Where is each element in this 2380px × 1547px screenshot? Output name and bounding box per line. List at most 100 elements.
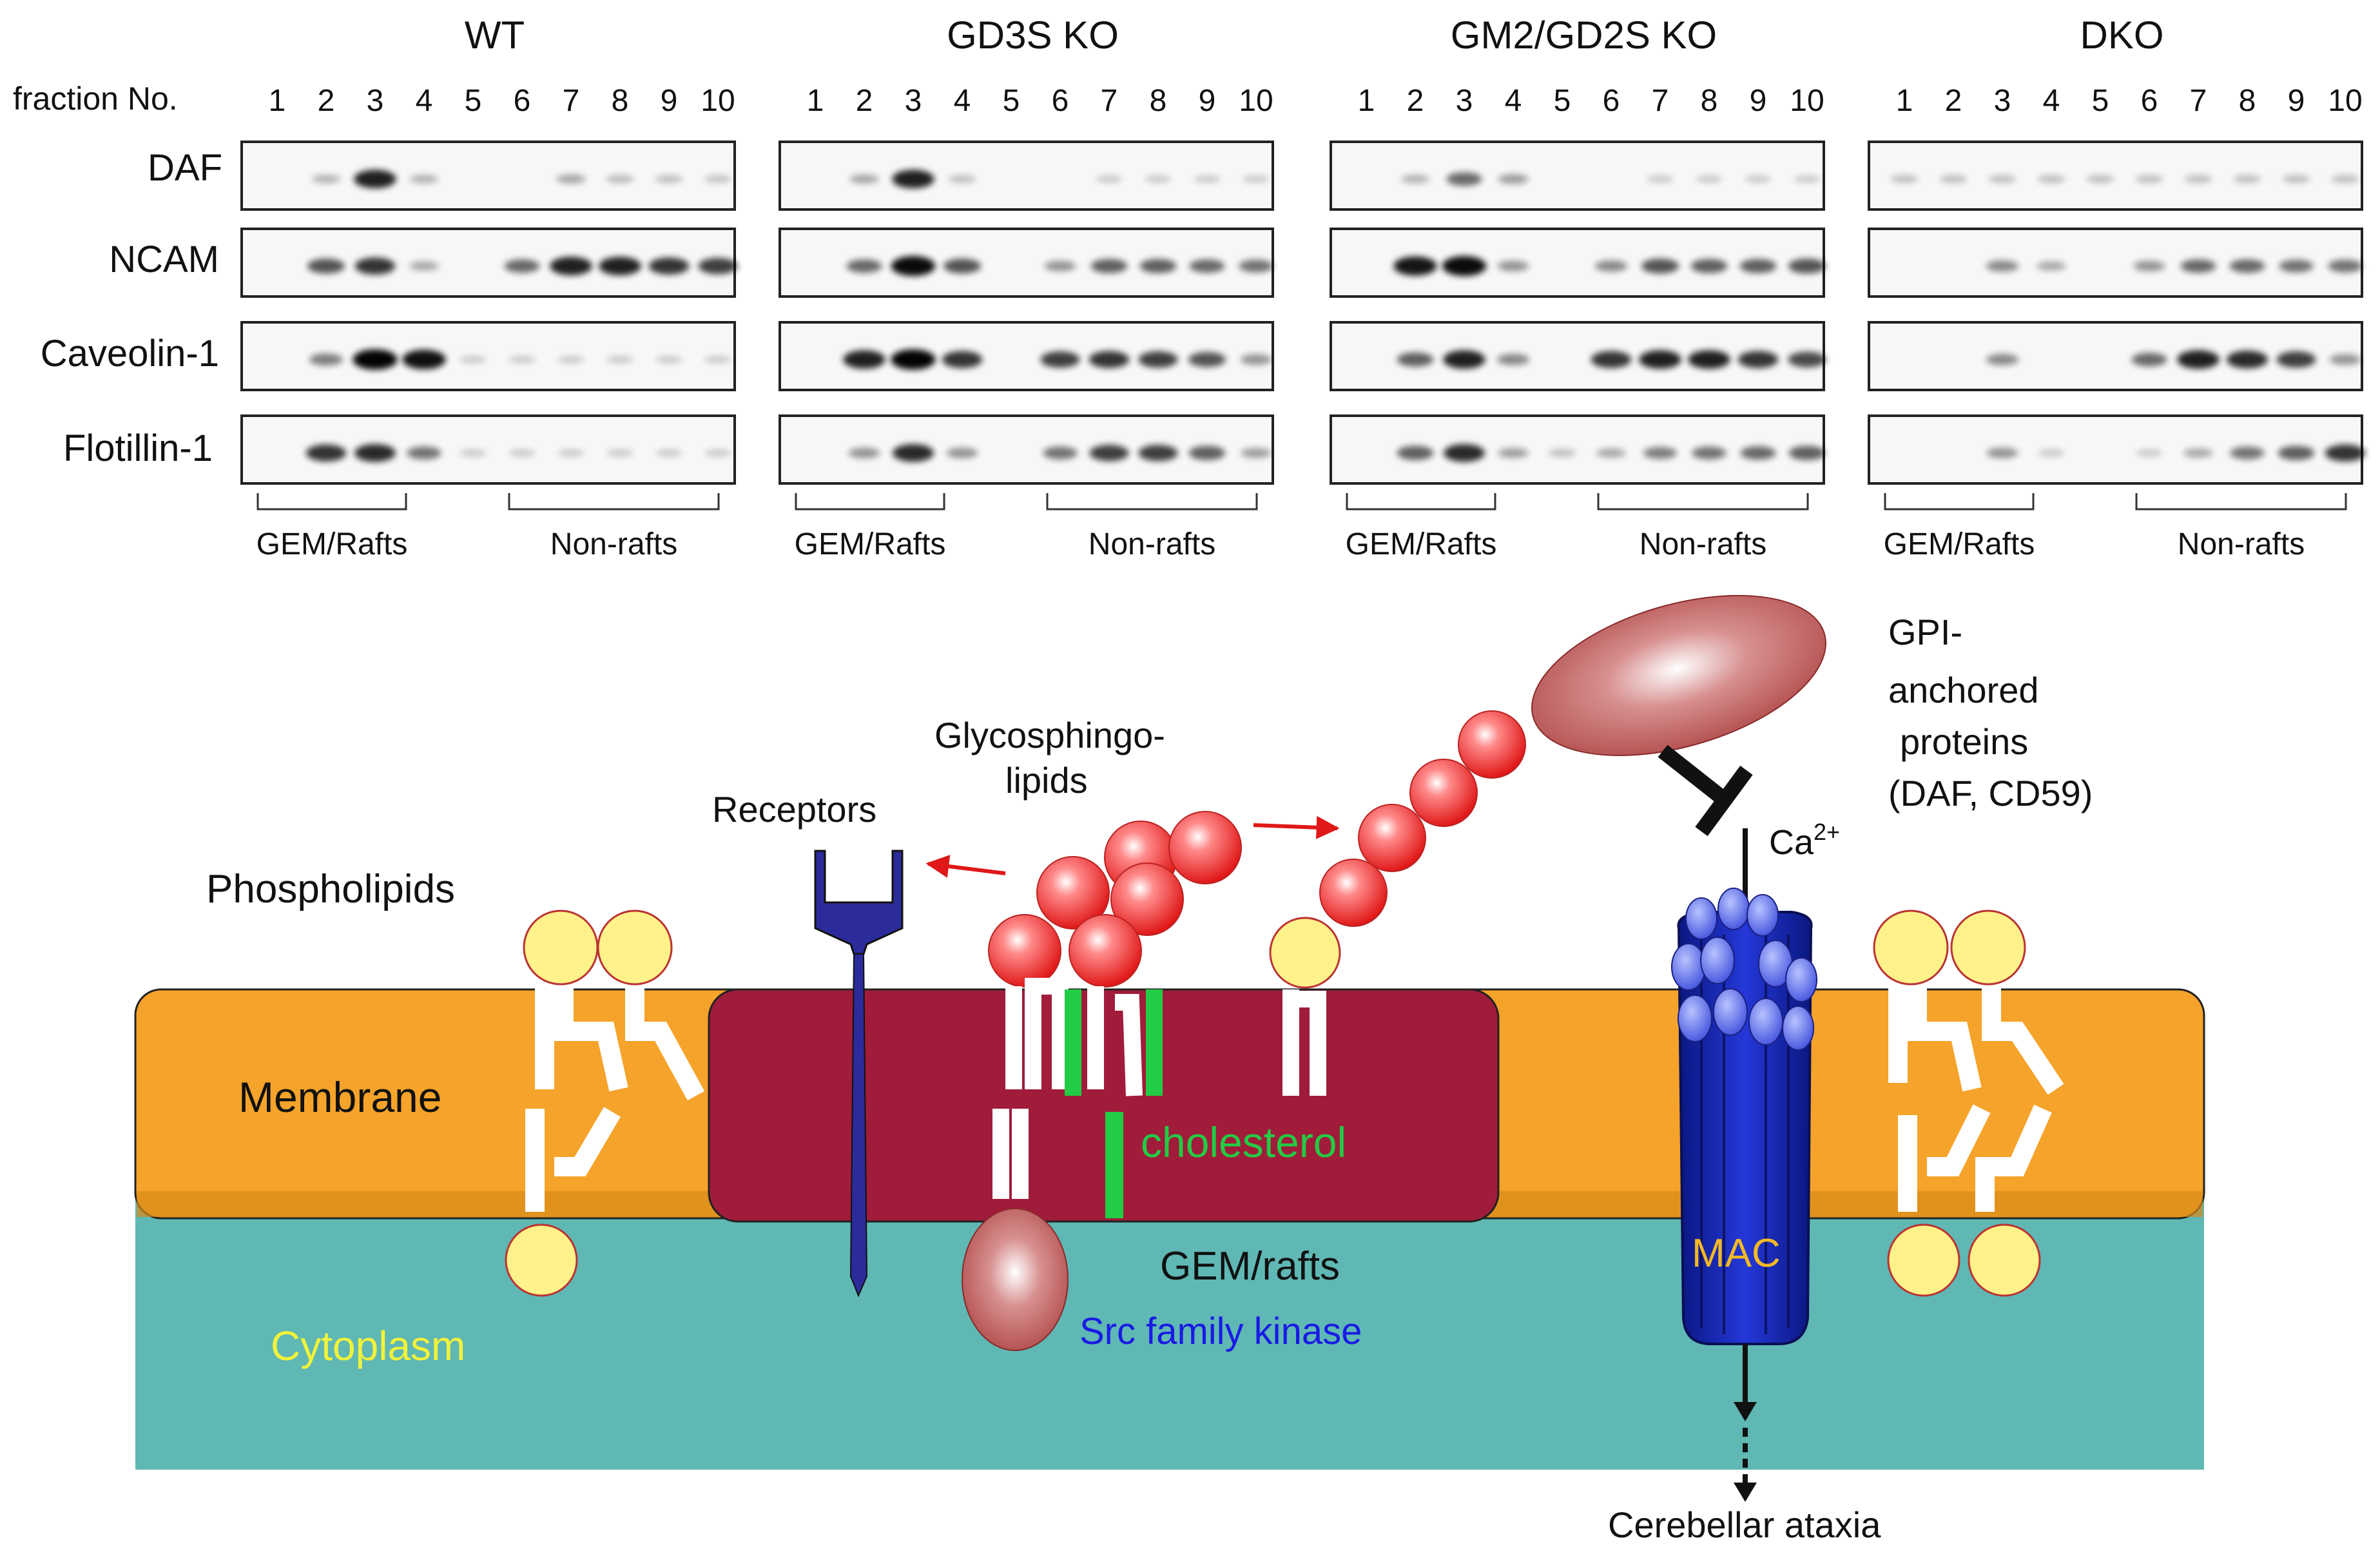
blot-box [1868, 141, 2363, 211]
fraction-number: 1 [1896, 84, 1913, 118]
blot-band [2135, 175, 2163, 183]
glycolipid-tail [992, 1109, 1029, 1199]
fraction-number: 3 [1456, 84, 1473, 118]
blot-band [1788, 351, 1826, 367]
blot-band [2180, 259, 2216, 273]
blot-band [1591, 351, 1632, 368]
blot-band [1496, 353, 1530, 365]
blot-band [1044, 260, 1076, 272]
panel-title: GD3S KO [947, 14, 1119, 57]
blot-band [409, 175, 439, 184]
receptor-stem [849, 953, 868, 1298]
fraction-number: 7 [1101, 84, 1118, 118]
fraction-number: 4 [2043, 84, 2060, 118]
fraction-number: 8 [2239, 84, 2256, 118]
blot-band [556, 174, 586, 184]
fraction-number: 7 [563, 84, 580, 118]
fraction-number: 2 [318, 84, 335, 118]
glycolipid-tail [1025, 978, 1069, 1089]
blot-band [1690, 258, 1728, 273]
blot-band [1986, 447, 2018, 459]
blot-band [1737, 351, 1779, 368]
gpi-label-2: anchored [1888, 670, 2039, 710]
row-label-flotillin: Flotillin-1 [63, 427, 213, 469]
blot-band [508, 449, 536, 457]
inhibition-symbol [1658, 744, 1753, 837]
blot-band [1088, 351, 1130, 368]
phospholipid-head [1873, 910, 1949, 986]
blot-band [893, 443, 934, 462]
fraction-number: 9 [1750, 84, 1767, 118]
phospholipid-head [1968, 1223, 2041, 1297]
blot-band [2331, 175, 2359, 183]
arrow-to-receptors [925, 855, 1006, 878]
blot-box [1330, 141, 1825, 211]
blot-band [550, 257, 592, 276]
phospholipid-group-right [1873, 910, 2064, 1297]
blot-band [2133, 260, 2165, 272]
blot-band [508, 356, 536, 364]
blot-band [2131, 353, 2167, 367]
glycan-sphere [1168, 811, 1242, 884]
fraction-number: 6 [1052, 84, 1069, 118]
fraction-number: 1 [269, 84, 286, 118]
blot-band [557, 356, 585, 364]
blot-band [305, 444, 347, 462]
glycosphingolipids-label-2: lipids [1005, 760, 1088, 801]
fraction-number: 5 [1554, 84, 1571, 118]
gpi-anchored-protein [1269, 594, 1826, 1096]
fraction-number: 4 [1505, 84, 1522, 118]
receptors-label: Receptors [712, 789, 876, 830]
blot-band [606, 175, 634, 184]
blot-band [1442, 256, 1487, 277]
blot-band [311, 175, 341, 184]
glycan-sphere [1110, 862, 1184, 936]
calcium-label: Ca2+ [1769, 819, 1840, 862]
rafts-label: GEM/Rafts [256, 527, 408, 561]
blot-band [1444, 443, 1485, 462]
src-kinase-label: Src family kinase [1079, 1310, 1362, 1352]
blot-band [2136, 449, 2163, 457]
blot-band [1138, 351, 1178, 368]
blot-band [655, 449, 682, 457]
blot-band [1397, 445, 1434, 460]
fraction-number: 2 [1945, 84, 1962, 118]
fraction-number: 8 [612, 84, 629, 118]
blot-band [2329, 354, 2361, 365]
fraction-number: 7 [2190, 84, 2207, 118]
blot-band [2278, 445, 2315, 460]
blot-band [1040, 351, 1080, 368]
panel-title: DKO [2080, 14, 2163, 57]
blot-band [2183, 448, 2213, 458]
glycan-sphere [1036, 856, 1110, 929]
blot-band [606, 356, 634, 364]
fraction-number: 8 [1701, 84, 1718, 118]
blot-band [655, 175, 683, 183]
blot-box [779, 141, 1274, 211]
cholesterol-bar [1105, 1112, 1123, 1218]
gpi-glycan-sphere [1319, 859, 1388, 927]
phospholipid-head [597, 910, 673, 986]
gpi-label-1: GPI- [1888, 612, 1962, 652]
blot-band [946, 447, 978, 459]
gem-rafts-label: GEM/rafts [1160, 1244, 1340, 1289]
blot-band [353, 349, 398, 370]
rafts-bracket [1884, 493, 2035, 511]
fraction-number: 1 [807, 84, 824, 118]
rafts-label: GEM/Rafts [1884, 527, 2035, 561]
row-label-daf: DAF [148, 147, 222, 189]
blot-band [1145, 175, 1172, 183]
glycan-sphere [988, 914, 1061, 988]
arrow-to-gpi [1253, 815, 1340, 839]
mac-bead [1685, 897, 1717, 940]
glycosphingolipid-cluster [988, 811, 1242, 1218]
blot-box [779, 414, 1274, 485]
blot-band [704, 356, 731, 364]
blot-band [2276, 351, 2316, 368]
glycolipid-tail [1005, 986, 1041, 1089]
blot-band [1498, 174, 1529, 184]
blot-band [1194, 175, 1221, 183]
blot-band [1594, 260, 1628, 272]
gpi-protein-body [1531, 594, 1826, 757]
